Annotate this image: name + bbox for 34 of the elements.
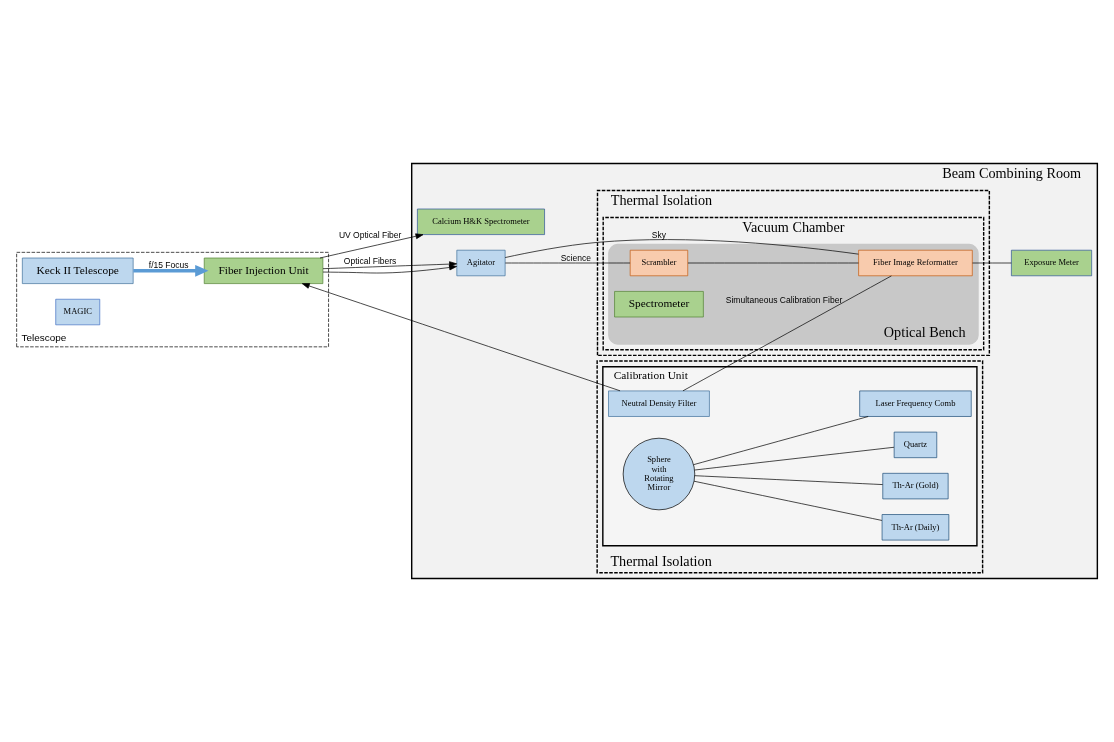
arrow (322, 264, 457, 274)
node-box: Exposure Meter (1011, 249, 1093, 277)
node-box: Th-Ar (Gold) (882, 472, 949, 500)
edge-label: f/15 Focus (148, 260, 189, 271)
connector (694, 475, 883, 485)
edge-label: Sky (651, 229, 667, 240)
arrow (301, 283, 621, 392)
connector (693, 416, 869, 466)
node-box: Calcium H&K Spectrometer (417, 208, 545, 235)
connector (972, 262, 1012, 264)
node-circle: Sphere with Rotating Mirror (622, 437, 696, 511)
node-box: Keck II Telescope (21, 257, 134, 284)
node-box: Neutral Density Filter (608, 390, 710, 417)
node-box: Scrambler (629, 249, 689, 277)
arrow (322, 261, 458, 270)
node-box: Quartz (893, 431, 938, 459)
node-box: Th-Ar (Daily) (881, 514, 950, 541)
node-box: Fiber Image Reformatter (858, 249, 973, 277)
node-box: Laser Frequency Comb (859, 390, 972, 417)
node-box: MAGIC (55, 298, 101, 326)
edge-label: Science (560, 252, 591, 263)
edge-label: Simultaneous Calibration Fiber (725, 294, 843, 305)
connector (504, 262, 631, 264)
node-box: Spectrometer (614, 291, 704, 318)
connector (504, 239, 859, 258)
arrow (133, 265, 209, 277)
connector (693, 480, 883, 521)
arrow (319, 233, 424, 259)
connector (682, 275, 892, 392)
connector (694, 446, 895, 471)
node-box: Fiber Injection Unit (203, 257, 324, 284)
node-box: Agitator (456, 249, 506, 277)
edge-label: Optical Fibers (343, 256, 397, 267)
edge-label: UV Optical Fiber (338, 229, 402, 240)
